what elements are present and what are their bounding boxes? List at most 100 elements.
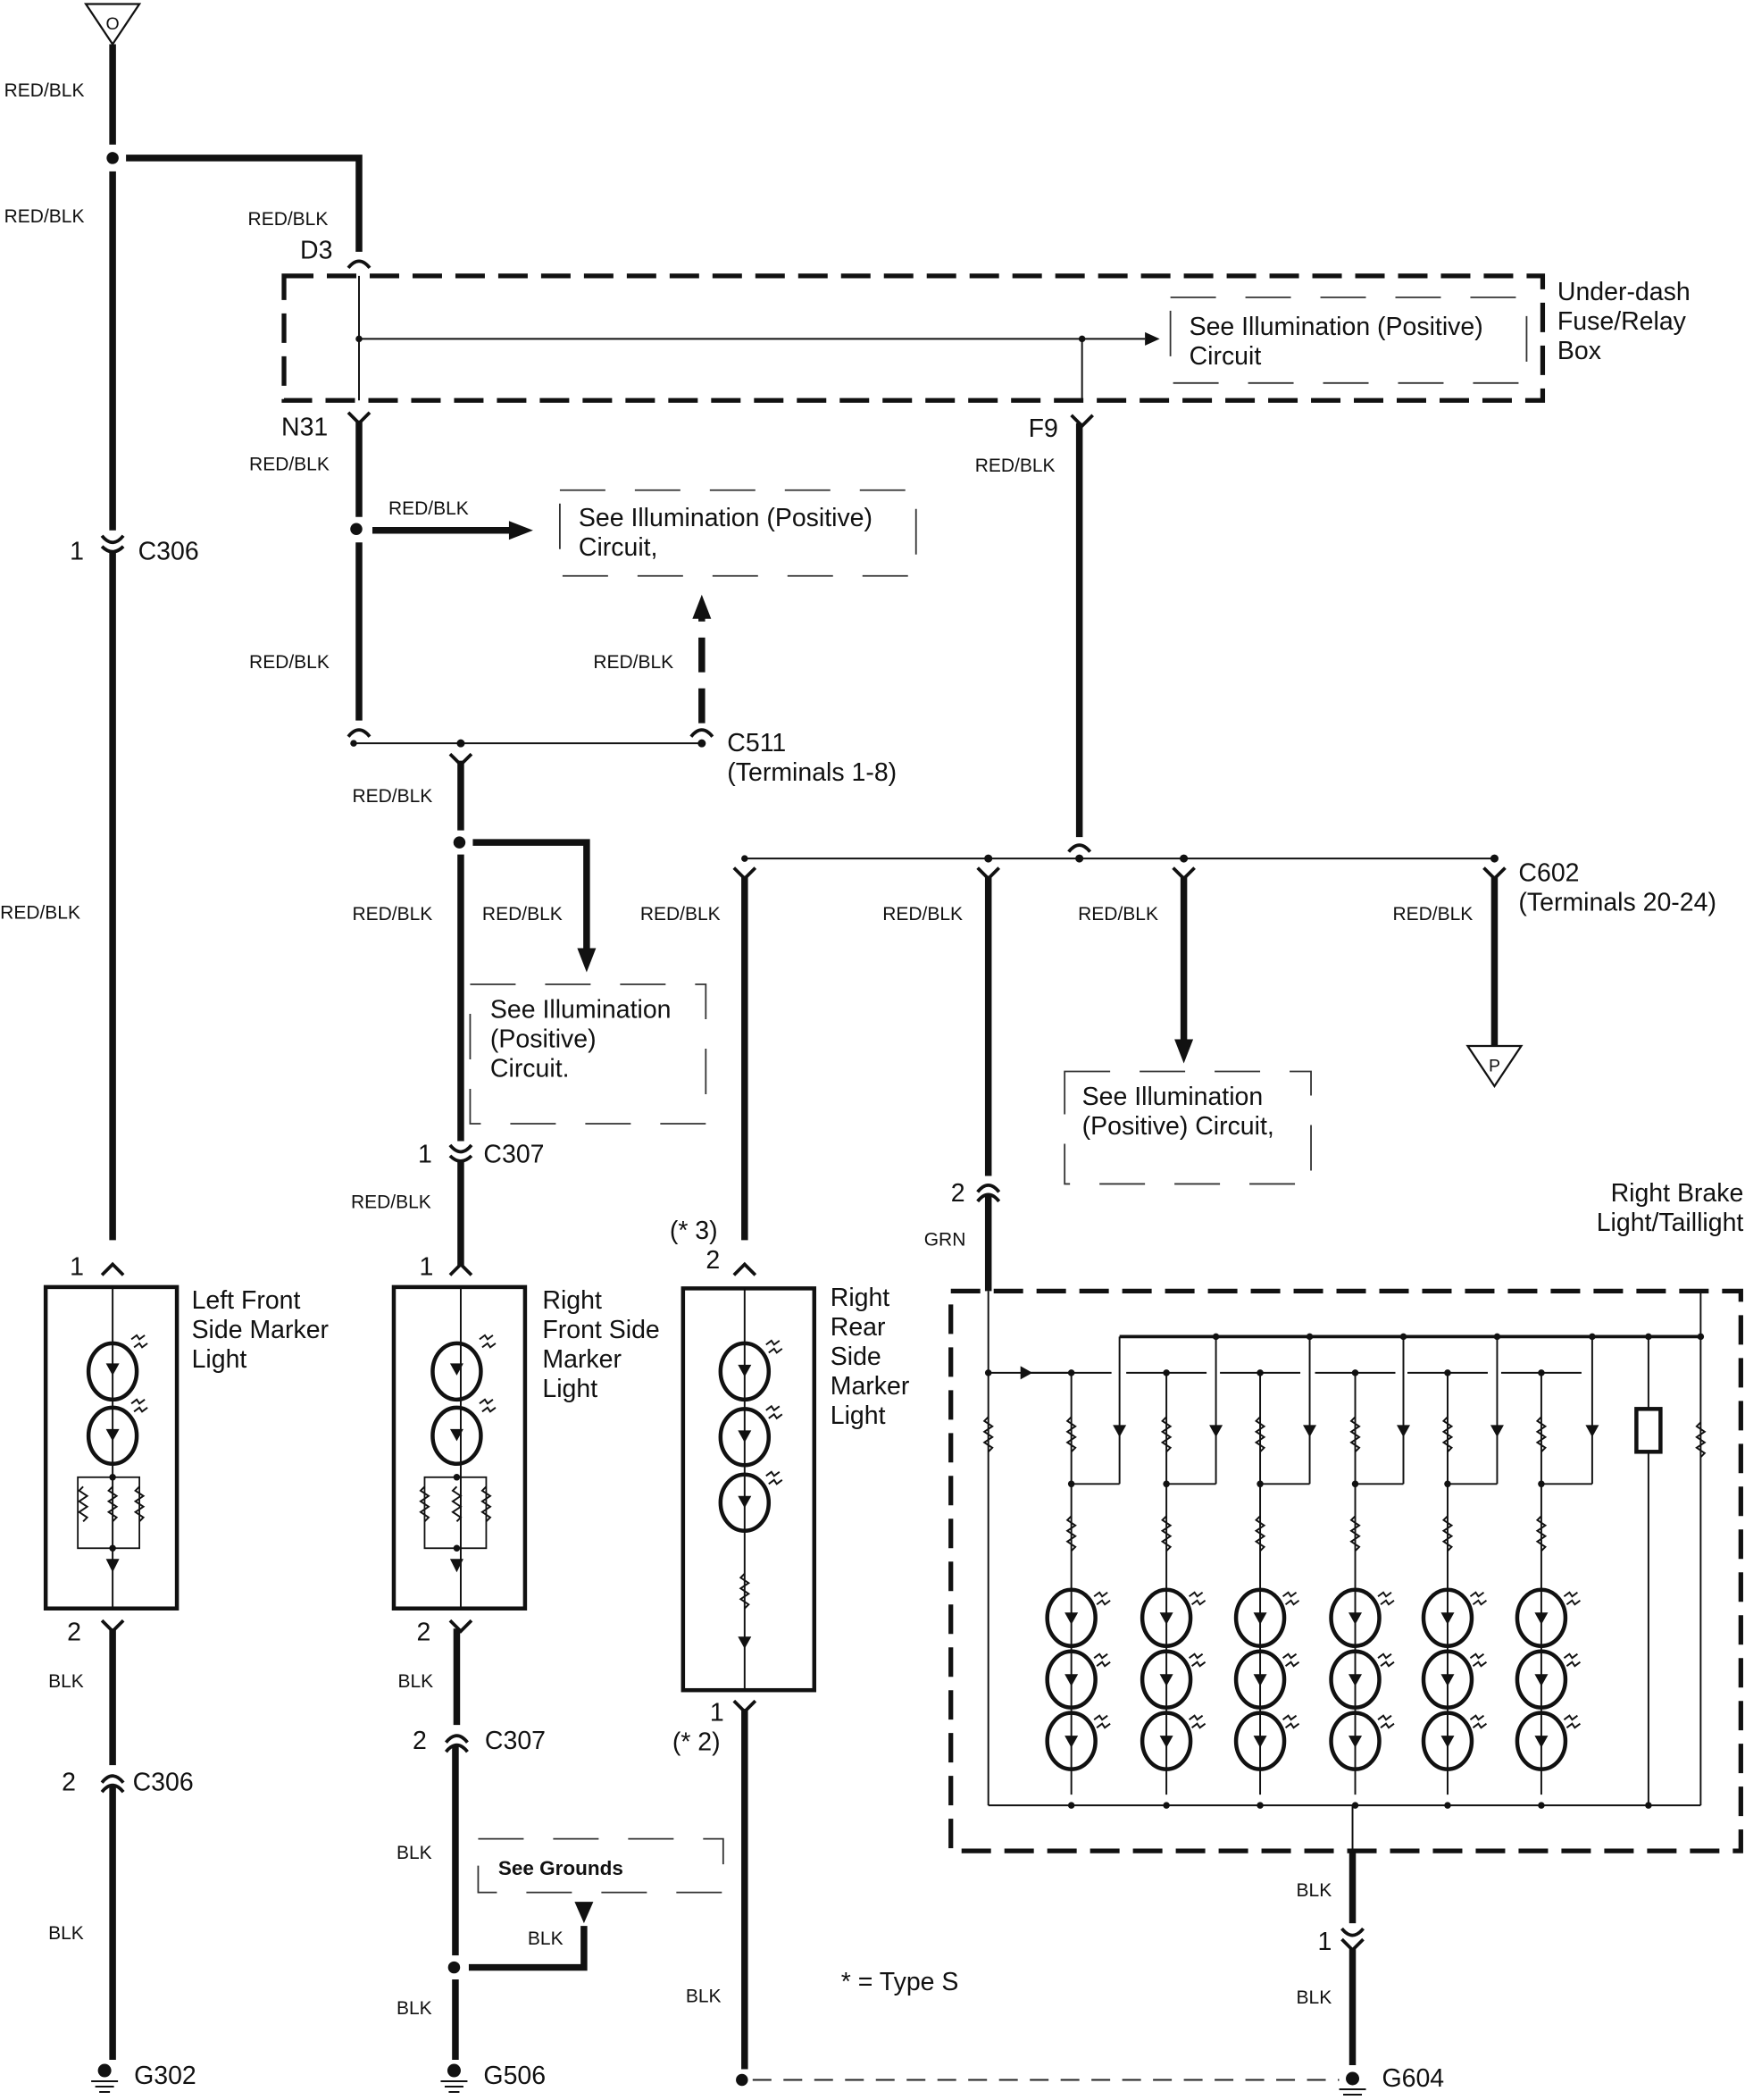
footnote-type-s: * = Type S bbox=[841, 1968, 959, 1996]
diode-icon bbox=[1397, 1425, 1410, 1437]
led-icon bbox=[1515, 1587, 1568, 1648]
led-icon bbox=[430, 1341, 483, 1402]
junction-dot bbox=[1212, 1333, 1220, 1341]
ref-illumination-right[interactable]: See Illumination (Positive) Circuit, bbox=[1064, 1070, 1312, 1185]
connector-c511: C511 (Terminals 1-8) bbox=[727, 729, 897, 787]
wire-color-label: RED/BLK bbox=[388, 498, 469, 519]
svg-text:2: 2 bbox=[67, 1619, 81, 1647]
svg-text:Circuit.: Circuit. bbox=[490, 1054, 570, 1083]
light-rays-icon bbox=[1563, 1591, 1581, 1606]
component-right-brake-taillight[interactable]: Right Brake Light/Taillight bbox=[948, 1179, 1744, 1853]
arrow-up-icon bbox=[692, 594, 712, 619]
ref-illumination-mid[interactable]: See Illumination (Positive) Circuit. bbox=[469, 983, 707, 1125]
wire-color-label: RED/BLK bbox=[1393, 904, 1474, 925]
light-rays-icon bbox=[1469, 1714, 1488, 1729]
diode-icon bbox=[1534, 1736, 1549, 1748]
led-icon bbox=[1421, 1587, 1474, 1648]
led-icon bbox=[1233, 1711, 1287, 1771]
junction-dot bbox=[350, 523, 363, 535]
svg-text:Right Brake: Right Brake bbox=[1611, 1179, 1744, 1208]
wire-color-label: BLK bbox=[397, 1843, 432, 1863]
diode-icon bbox=[1253, 1736, 1267, 1748]
connector-c511-a bbox=[346, 728, 372, 738]
junction-dot bbox=[984, 854, 993, 863]
connector-c602: C602 (Terminals 20-24) bbox=[1518, 859, 1716, 917]
svg-text:Circuit: Circuit bbox=[1190, 342, 1262, 371]
svg-text:1: 1 bbox=[419, 1252, 433, 1281]
junction-dot bbox=[697, 739, 706, 748]
junction-dot bbox=[106, 152, 119, 164]
wire-color-label: BLK bbox=[1297, 1987, 1332, 2008]
svg-text:1: 1 bbox=[710, 1699, 724, 1728]
wire-color-label: RED/BLK bbox=[1078, 904, 1158, 925]
diode-icon bbox=[1534, 1612, 1549, 1625]
wire-color-label: RED/BLK bbox=[640, 904, 721, 925]
component-right-front-marker[interactable]: 1 Right Front Side Marker Light 2 bbox=[391, 1252, 660, 1647]
diode-icon bbox=[1209, 1425, 1223, 1437]
wire-color-label: BLK bbox=[686, 1987, 722, 2007]
diode-icon bbox=[1585, 1425, 1599, 1437]
svg-text:C306: C306 bbox=[138, 538, 199, 566]
wire-color-label: RED/BLK bbox=[352, 786, 432, 807]
component-right-rear-marker[interactable]: (* 3) 2 Right Rear Side Marker Light 1 (… bbox=[670, 1217, 910, 1757]
wire-color-label: RED/BLK bbox=[482, 904, 563, 925]
junction-dot bbox=[350, 740, 357, 747]
junction-dot bbox=[736, 2073, 748, 2087]
diode-icon bbox=[1534, 1674, 1549, 1686]
ref-see-grounds[interactable]: See Grounds bbox=[477, 1837, 724, 1894]
led-icon bbox=[1421, 1649, 1474, 1710]
led-icon bbox=[1140, 1587, 1193, 1648]
svg-text:C602: C602 bbox=[1518, 859, 1579, 888]
arrow-down-icon bbox=[574, 1902, 594, 1924]
light-rays-icon bbox=[1282, 1714, 1300, 1729]
svg-text:Right: Right bbox=[542, 1286, 602, 1315]
diode-icon bbox=[1253, 1612, 1267, 1625]
svg-text:2: 2 bbox=[62, 1769, 76, 1797]
junction-dot bbox=[1490, 854, 1499, 863]
junction-dot bbox=[1589, 1333, 1596, 1341]
light-rays-icon bbox=[1282, 1652, 1300, 1668]
connector-c307-bottom: 2 C307 bbox=[413, 1727, 546, 1755]
led-icon bbox=[718, 1407, 772, 1468]
connector-brake-out bbox=[1340, 1927, 1365, 1953]
wire-color-label: RED/BLK bbox=[4, 206, 85, 227]
arrow-down-icon bbox=[577, 948, 597, 973]
led-icon bbox=[1045, 1711, 1098, 1771]
junction-dot bbox=[1538, 1802, 1545, 1809]
diode-icon bbox=[1440, 1736, 1455, 1748]
light-rays-icon bbox=[1189, 1714, 1206, 1729]
ref-illumination-top[interactable]: See Illumination (Positive) Circuit, bbox=[558, 489, 917, 577]
svg-text:Light: Light bbox=[192, 1345, 247, 1374]
junction-dot bbox=[1697, 1333, 1705, 1341]
svg-text:2: 2 bbox=[416, 1619, 430, 1647]
svg-text:O: O bbox=[106, 14, 120, 34]
led-icon bbox=[718, 1472, 772, 1534]
led-icon bbox=[1233, 1649, 1287, 1710]
junction-dot bbox=[1493, 1333, 1501, 1341]
wire-color-label: RED/BLK bbox=[0, 903, 80, 924]
wire-to-grounds-ref bbox=[468, 1926, 588, 1971]
resistor-icon bbox=[1349, 1416, 1361, 1452]
component-left-front-marker[interactable]: 1 Left Front Side Marker Light 2 bbox=[43, 1252, 329, 1647]
svg-text:C307: C307 bbox=[485, 1727, 546, 1755]
diode-icon bbox=[1159, 1612, 1173, 1625]
light-rays-icon bbox=[1469, 1652, 1488, 1668]
led-icon bbox=[1515, 1711, 1568, 1771]
diode-icon bbox=[1159, 1674, 1173, 1686]
arrow-down-icon bbox=[1174, 1039, 1194, 1064]
resistor-icon bbox=[1441, 1416, 1454, 1452]
junction-dot bbox=[1399, 1333, 1407, 1341]
svg-text:Box: Box bbox=[1557, 337, 1601, 365]
wire-color-label: BLK bbox=[48, 1671, 84, 1692]
svg-text:Light/Taillight: Light/Taillight bbox=[1597, 1209, 1744, 1237]
svg-text:Side Marker: Side Marker bbox=[192, 1316, 329, 1344]
resistor-icon bbox=[1349, 1515, 1361, 1552]
led-icon bbox=[1140, 1711, 1193, 1771]
svg-text:C307: C307 bbox=[483, 1140, 544, 1168]
resistor-icon bbox=[1160, 1515, 1173, 1552]
junction-dot bbox=[1067, 1802, 1075, 1809]
wire-color-label: BLK bbox=[1297, 1880, 1332, 1901]
wire-to-d3 bbox=[126, 155, 363, 252]
diode-icon bbox=[1348, 1674, 1363, 1686]
led-icon bbox=[430, 1405, 483, 1467]
